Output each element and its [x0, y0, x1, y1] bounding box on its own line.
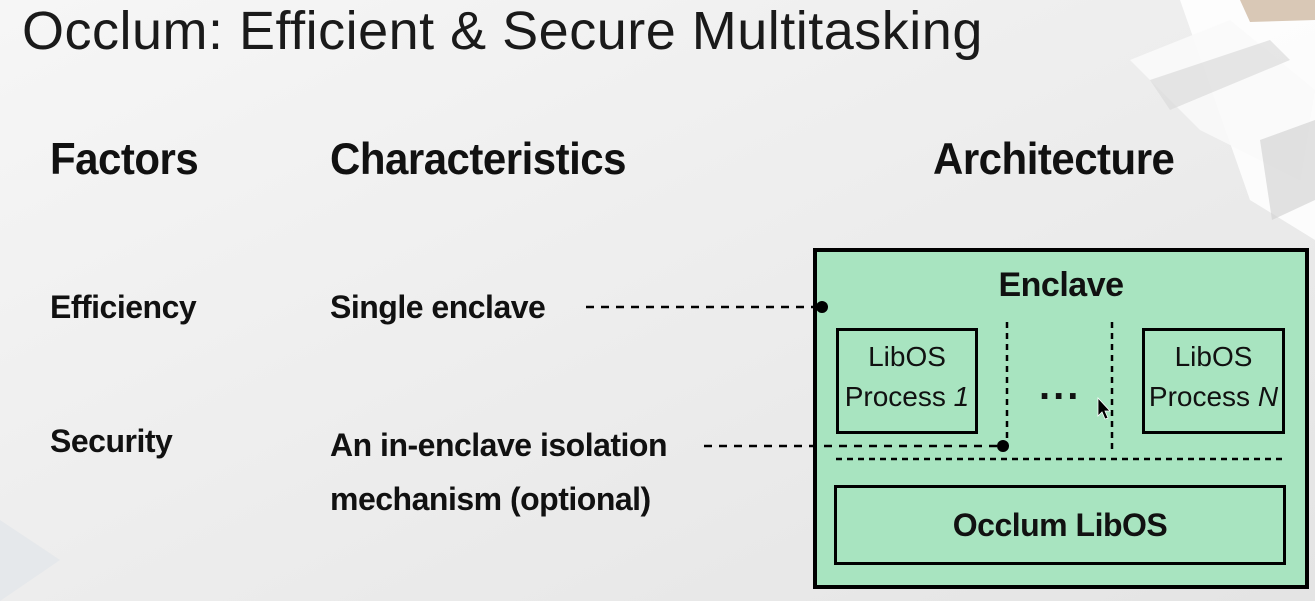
characteristic-single-enclave: Single enclave [330, 289, 546, 325]
occlum-libos-box: Occlum LibOS [834, 485, 1286, 565]
header-architecture: Architecture [933, 134, 1175, 184]
enclave-label: Enclave [998, 266, 1124, 304]
characteristic-isolation-line1: An in-enclave isolation [330, 427, 668, 463]
slide-title: Occlum: Efficient & Secure Multitasking [22, 1, 983, 61]
header-factors: Factors [50, 134, 199, 184]
factor-security: Security [50, 423, 173, 459]
process-ellipsis: ... [1039, 364, 1082, 408]
process-1-line1: LibOS [868, 341, 946, 372]
process-n-line2: Process N [1148, 381, 1279, 412]
process-1-line2: Process 1 [844, 381, 970, 412]
characteristic-isolation-line2: mechanism (optional) [330, 481, 651, 517]
enclave-box: Enclave LibOS Process 1 ... LibOS Proces… [813, 248, 1309, 589]
process-n-line1: LibOS [1174, 341, 1253, 372]
libos-process-n: LibOS Process N [1142, 328, 1285, 434]
factor-efficiency: Efficiency [50, 289, 197, 325]
libos-process-1: LibOS Process 1 [836, 328, 978, 434]
header-characteristics: Characteristics [330, 134, 627, 184]
